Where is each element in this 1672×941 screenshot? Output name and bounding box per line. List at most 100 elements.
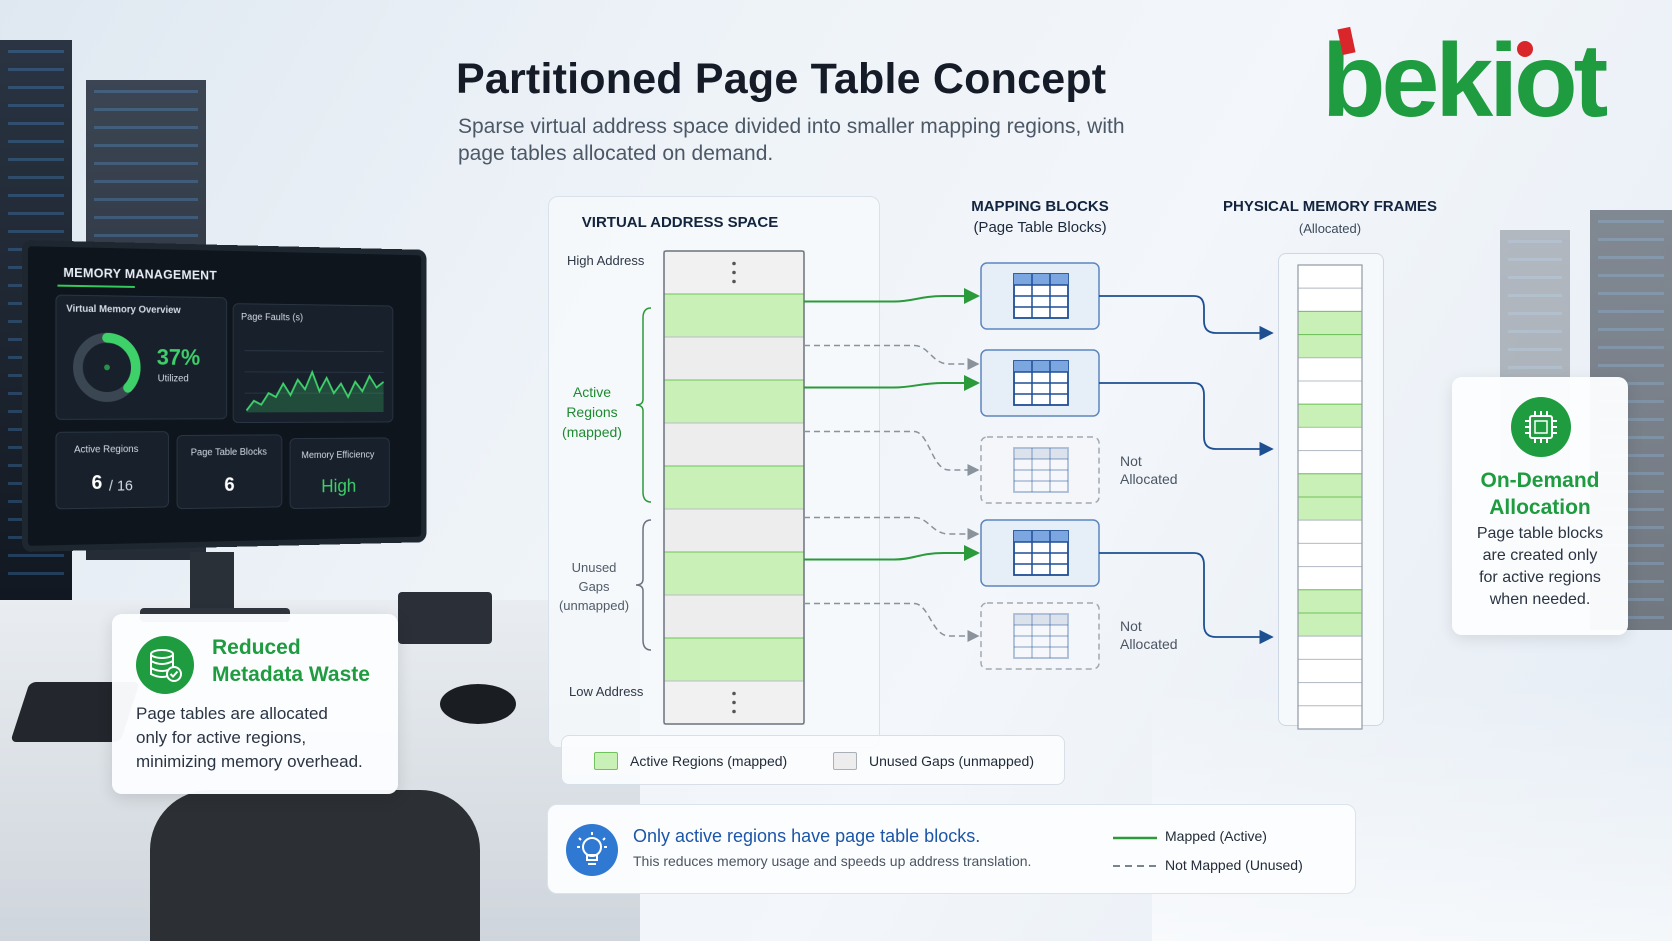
physical-frame-allocated [1297, 403, 1363, 428]
vas-row-active [663, 293, 805, 338]
chip-icon [1511, 397, 1571, 457]
physical-frame-free [1297, 287, 1363, 312]
physical-connector [1099, 552, 1274, 645]
active-regions-label: Active Regions (mapped) [562, 384, 622, 440]
mouse [440, 684, 516, 724]
ellipsis-dot [732, 279, 736, 284]
unmapped-connector [804, 344, 980, 370]
physical-frame-allocated [1297, 310, 1363, 336]
mapping-block-not-allocated [980, 602, 1100, 670]
vas-row-active [663, 551, 805, 596]
unmapped-connector [804, 430, 980, 476]
physical-frame-allocated [1297, 612, 1363, 637]
unused-gaps-brace [635, 519, 652, 651]
physical-frame-free [1297, 658, 1363, 684]
page-faults-panel: Page Faults (s) [232, 303, 394, 424]
unused-gaps-label: Unused Gaps (unmapped) [558, 560, 630, 613]
info-bar: Only active regions have page table bloc… [547, 804, 1356, 894]
bekiot-logo: bekiot [1322, 23, 1612, 132]
ellipsis-dot [732, 261, 736, 266]
vas-row-active [663, 379, 805, 424]
physical-frame-free [1297, 542, 1363, 568]
database-check-icon [136, 636, 194, 694]
mapping-block-not-allocated [980, 436, 1100, 504]
vas-row-active [663, 465, 805, 510]
on-demand-title: On-Demand Allocation [1480, 469, 1600, 519]
legend-unused-swatch [833, 752, 857, 770]
table-icon-header [1014, 614, 1068, 625]
physical-frame-allocated [1297, 589, 1363, 614]
physical-connector [1099, 382, 1274, 457]
physical-frame-free [1297, 380, 1363, 405]
not-mapped-line-sample [1113, 865, 1157, 867]
vas-row-unused [663, 422, 805, 467]
ellipsis-dot [732, 270, 736, 275]
mapping-subheader: (Page Table Blocks) [973, 219, 1107, 236]
reduced-metadata-title: Reduced Metadata Waste [212, 636, 370, 686]
monitor-stand [190, 552, 234, 612]
mapping-header: MAPPING BLOCKS [971, 198, 1109, 215]
vas-column-border [663, 250, 805, 725]
table-icon-header [1014, 448, 1068, 459]
vas-header: VIRTUAL ADDRESS SPACE [581, 214, 779, 231]
vas-row-active [663, 637, 805, 682]
not-allocated-label: Not Allocated [1120, 618, 1178, 652]
not-mapped-legend-text: Not Mapped (Unused) [1165, 857, 1303, 873]
mapped-connector [804, 375, 980, 391]
vas-row-unused [663, 594, 805, 639]
table-icon [1013, 447, 1069, 493]
vas-row-unused [663, 336, 805, 381]
ellipsis-dot [732, 700, 736, 705]
logo-text: bekiot [1322, 23, 1608, 132]
mapped-connector [804, 545, 980, 561]
high-address-label: High Address [567, 253, 645, 268]
unmapped-connector [804, 602, 980, 642]
dashboard-monitor: MEMORY MANAGEMENT Virtual Memory Overvie… [22, 240, 427, 552]
not-allocated-label: Not Allocated [1120, 453, 1178, 487]
legend-active-text: Active Regions (mapped) [630, 753, 788, 769]
info-title: Only active regions have page table bloc… [633, 826, 981, 846]
diagram-legend: Active Regions (mapped) Unused Gaps (unm… [561, 735, 1065, 785]
reduced-metadata-text: Page tables are allocated only for activ… [136, 704, 363, 771]
page-subtitle: Sparse virtual address space divided int… [458, 115, 1125, 165]
physical-subheader: (Allocated) [1298, 221, 1362, 236]
physical-frame-allocated [1297, 473, 1363, 498]
table-icon-header [1014, 361, 1068, 372]
physical-frame-free [1297, 519, 1363, 544]
mapped-connector [804, 288, 980, 304]
info-text: This reduces memory usage and speeds up … [633, 853, 1032, 869]
mapped-legend-text: Mapped (Active) [1165, 828, 1267, 844]
active-regions-brace [635, 307, 652, 503]
overview-panel: Virtual Memory Overview 37% Utilized [55, 294, 228, 420]
desk-device [398, 592, 492, 644]
physical-frame-free [1297, 426, 1363, 452]
on-demand-allocation-card: On-Demand Allocation Page table blocks a… [1452, 377, 1628, 635]
table-icon-header [1014, 274, 1068, 285]
unmapped-connector [804, 516, 980, 540]
table-icon [1013, 613, 1069, 659]
physical-frame-allocated [1297, 496, 1363, 521]
reduced-metadata-card: Reduced Metadata Waste Page tables are a… [112, 614, 398, 794]
physical-connector [1099, 295, 1274, 341]
physical-frame-free [1297, 450, 1363, 475]
physical-frame-allocated [1297, 334, 1363, 359]
page-faults-sparkline [237, 333, 390, 420]
chair [150, 790, 480, 941]
on-demand-text: Page table blocks are created only for a… [1476, 525, 1604, 608]
physical-frame-free [1297, 635, 1363, 660]
ellipsis-dot [732, 691, 736, 696]
physical-frame-free [1297, 566, 1363, 591]
utilization-donut [68, 327, 145, 406]
physical-frame-free [1297, 357, 1363, 382]
lightbulb-icon [566, 824, 618, 876]
page-title: Partitioned Page Table Concept [456, 55, 1107, 103]
physical-frame-free [1297, 705, 1363, 730]
legend-active-swatch [594, 752, 618, 770]
table-icon-header [1014, 531, 1068, 542]
physical-frame-free [1297, 682, 1363, 707]
low-address-label: Low Address [569, 684, 644, 699]
mapped-line-sample [1113, 836, 1157, 840]
physical-frames-border [1297, 264, 1363, 730]
ellipsis-dot [732, 709, 736, 714]
